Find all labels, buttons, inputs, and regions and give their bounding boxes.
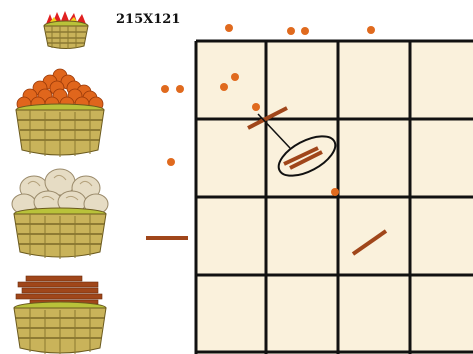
orange-dot[interactable] xyxy=(231,73,239,81)
orange-dot[interactable] xyxy=(287,27,295,35)
orange-dot[interactable] xyxy=(220,83,228,91)
orange-dot[interactable] xyxy=(167,158,175,166)
orange-dot[interactable] xyxy=(331,188,339,196)
orange-dot[interactable] xyxy=(225,24,233,32)
orange-dot[interactable] xyxy=(161,85,169,93)
orange-dot[interactable] xyxy=(252,103,260,111)
orange-dot[interactable] xyxy=(176,85,184,93)
orange-dot[interactable] xyxy=(301,27,309,35)
orange-dot[interactable] xyxy=(367,26,375,34)
